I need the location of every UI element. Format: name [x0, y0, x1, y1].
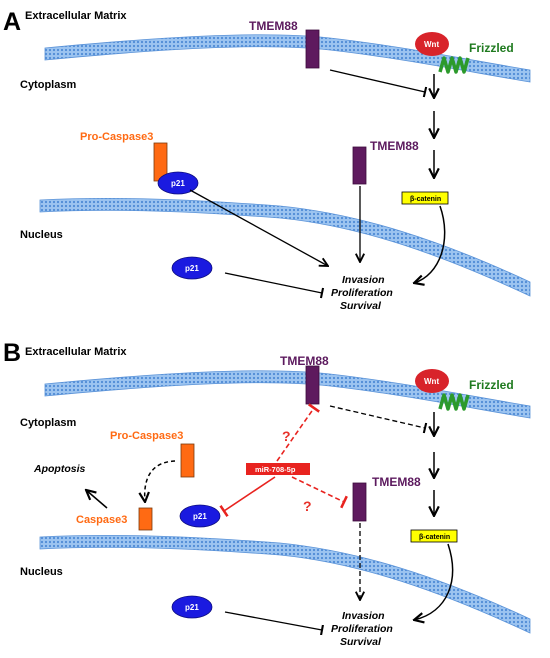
panel-a-outcome-proliferation: Proliferation — [331, 287, 393, 299]
panel-a-outcome-invasion: Invasion — [342, 274, 385, 286]
panel-b-p21-cyto — [179, 504, 221, 528]
panel-b-frizzled — [438, 393, 470, 411]
panel-b-p21-inhibit-line — [224, 611, 324, 636]
panel-b-mir-inhibit-tmem88-cyto — [291, 476, 348, 509]
panel-b-pro-caspase3-label: Pro-Caspase3 — [110, 430, 183, 442]
panel-b-plasma-membrane — [44, 370, 531, 419]
panel-b-wnt — [415, 369, 449, 393]
panel-a-p21-nucleus-label: p21 — [185, 264, 199, 273]
panel-a-nucleus-label: Nucleus — [20, 229, 63, 241]
panel-b-outcome-survival: Survival — [340, 636, 382, 648]
panel-a-p21-cyto-label: p21 — [171, 179, 185, 188]
panel-b: B Extracellular Matrix Cytoplasm Nucleus… — [3, 339, 531, 648]
panel-b-extracellular-label: Extracellular Matrix — [25, 346, 127, 358]
panel-b-mir-label: miR-708-5p — [255, 465, 296, 474]
panel-b-mir-inhibit-tmem88-membrane — [276, 403, 320, 462]
panel-a-tmem88-membrane-label: TMEM88 — [249, 19, 298, 33]
panel-a-pro-caspase3-label: Pro-Caspase3 — [80, 131, 153, 143]
panel-a-frizzled — [438, 56, 470, 74]
panel-b-beta-catenin-label: β-catenin — [419, 534, 450, 541]
panel-a-tmem88-cyto-label: TMEM88 — [370, 139, 419, 153]
panel-b-tmem88-membrane-label: TMEM88 — [280, 354, 329, 368]
panel-b-question-mark-1: ? — [282, 428, 291, 444]
panel-b-frizzled-label: Frizzled — [469, 378, 514, 392]
panel-b-pro-caspase3 — [180, 443, 195, 478]
panel-a-wnt — [415, 32, 449, 56]
panel-a-tmem88-cyto — [352, 146, 367, 185]
panel-a-letter: A — [3, 8, 21, 36]
panel-a-tmem88-membrane — [305, 29, 320, 69]
panel-b-mir-inhibit-p21 — [219, 476, 276, 518]
panel-b-tmem88-cyto-label: TMEM88 — [372, 475, 421, 489]
panel-a: A Extracellular Matrix Cytoplasm Nucleus… — [3, 8, 531, 312]
panel-b-outcome-invasion: Invasion — [342, 610, 385, 622]
panel-b-mir-box — [246, 463, 310, 475]
panel-a-p21-inhibit-line — [224, 272, 325, 299]
panel-a-p21-nucleus — [171, 256, 213, 280]
panel-a-beta-catenin-label: β-catenin — [410, 196, 441, 203]
panel-b-outcome-proliferation: Proliferation — [331, 623, 393, 635]
panel-a-outcome-survival: Survival — [340, 300, 382, 312]
panel-b-beta-catenin-arrow — [414, 543, 454, 620]
panel-a-beta-catenin-box — [401, 191, 449, 205]
panel-a-nuclear-membrane — [39, 198, 531, 297]
panel-a-beta-catenin-arrow — [414, 205, 446, 283]
panel-b-p21-nucleus — [171, 595, 213, 619]
panel-b-p21-nucleus-label: p21 — [185, 603, 199, 612]
panel-b-p21-cyto-label: p21 — [193, 512, 207, 521]
panel-b-beta-catenin-box — [410, 529, 458, 543]
panel-a-extracellular-label: Extracellular Matrix — [25, 10, 127, 22]
panel-a-plasma-membrane — [44, 34, 531, 83]
panel-b-caspase-activation-arrow — [145, 460, 176, 502]
panel-a-wnt-label: Wnt — [424, 40, 439, 49]
panel-a-frizzled-label: Frizzled — [469, 41, 514, 55]
panel-a-tmem88-inhibit-line — [329, 69, 428, 98]
panel-a-cytoplasm-label: Cytoplasm — [20, 79, 76, 91]
panel-b-apoptosis-label: Apoptosis — [33, 463, 85, 475]
panel-b-tmem88-membrane — [305, 365, 320, 405]
panel-b-apoptosis-arrow — [86, 490, 108, 509]
panel-a-p21-cyto — [157, 171, 199, 195]
panel-b-wnt-label: Wnt — [424, 377, 439, 386]
panel-a-p21-complex-arrow — [189, 189, 328, 266]
panel-b-cytoplasm-label: Cytoplasm — [20, 417, 76, 429]
panel-b-caspase3-label: Caspase3 — [76, 514, 127, 526]
panel-b-tmem88-cyto — [352, 482, 367, 522]
panel-b-caspase3 — [138, 507, 153, 531]
panel-b-tmem88-inhibit-line — [329, 405, 428, 434]
panel-b-letter: B — [3, 339, 21, 367]
panel-b-question-mark-2: ? — [303, 498, 312, 514]
panel-b-nucleus-label: Nucleus — [20, 566, 63, 578]
panel-b-nuclear-membrane — [39, 535, 531, 634]
